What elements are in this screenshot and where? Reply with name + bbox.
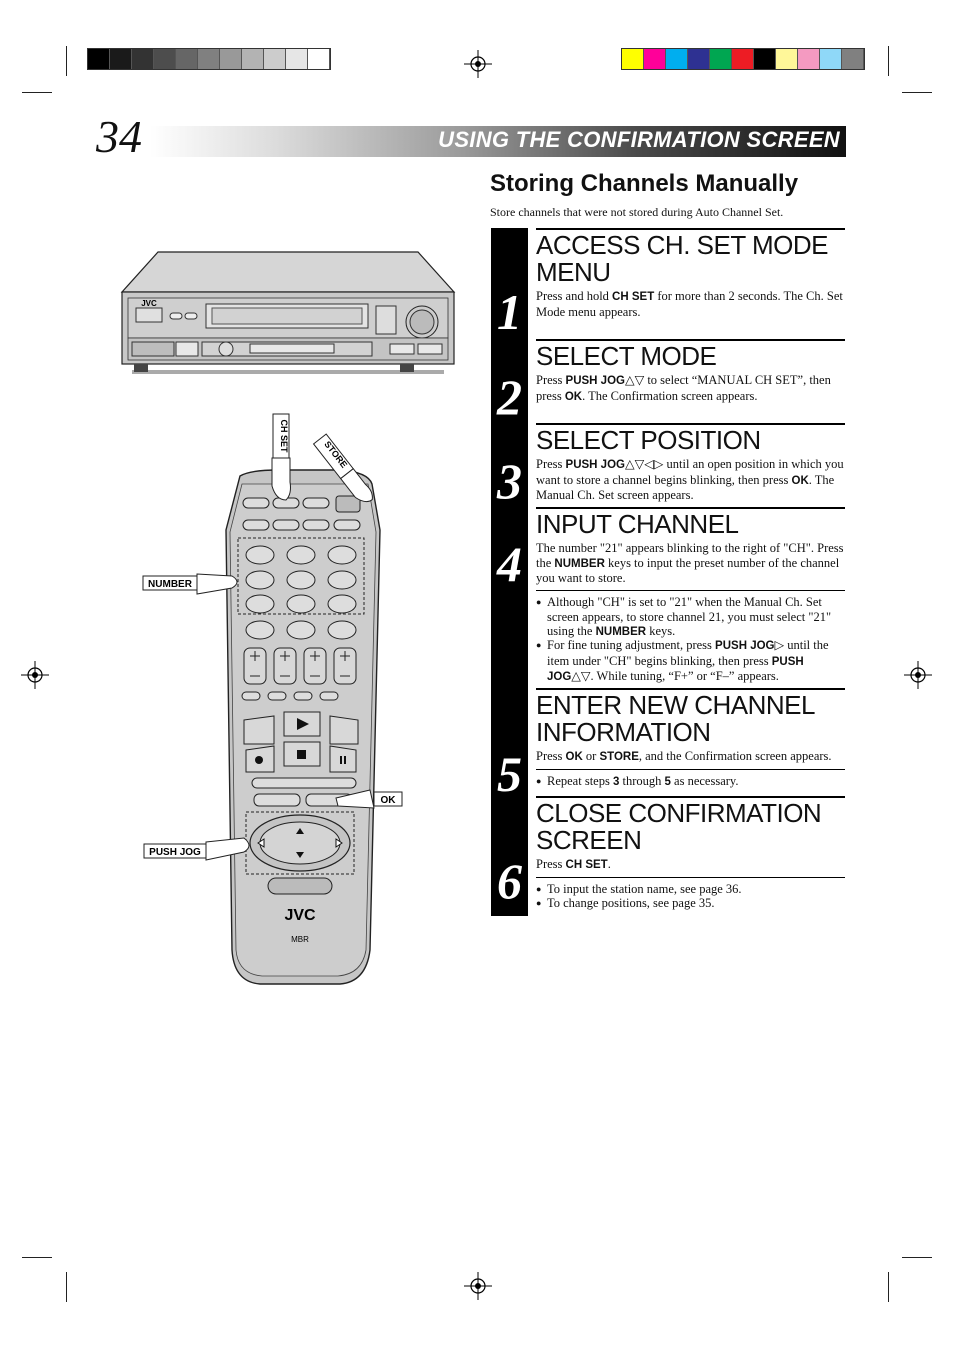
crop-mark (888, 46, 889, 76)
note-bullet: Repeat steps 3 through 5 as necessary. (536, 774, 846, 790)
note-bullet: For fine tuning adjustment, press PUSH J… (536, 638, 846, 685)
remote-sub-logo: MBR (291, 935, 309, 944)
grey-swatch (286, 49, 308, 69)
crop-mark (902, 1257, 932, 1258)
step-title: ENTER NEW CHANNEL INFORMATION (536, 690, 815, 747)
grey-swatch (110, 49, 132, 69)
step-body: Press and hold CH SET for more than 2 se… (536, 289, 843, 319)
section-title: Storing Channels Manually (490, 170, 799, 197)
step-divider (536, 507, 845, 509)
color-swatch (732, 49, 754, 69)
step-divider (536, 796, 845, 798)
note-bullet: Although "CH" is set to "21" when the Ma… (536, 595, 846, 640)
grey-swatch (264, 49, 286, 69)
crop-mark (66, 1272, 67, 1302)
callout-number: NUMBER (148, 579, 193, 590)
grey-swatch (198, 49, 220, 69)
step-divider (536, 688, 845, 690)
bullet-divider (536, 769, 845, 770)
note-bullet: To input the station name, see page 36. (536, 882, 846, 897)
grey-swatch (176, 49, 198, 69)
callout-push-jog: PUSH JOG (149, 847, 201, 858)
crop-mark (888, 1272, 889, 1302)
page-number: 34 (96, 111, 142, 162)
registration-target-icon (904, 661, 932, 689)
step-number: 2 (497, 369, 522, 425)
color-swatch (820, 49, 842, 69)
callout-ch-set: CH SET (279, 419, 289, 453)
bullet-divider (536, 590, 845, 591)
step-number: 5 (497, 746, 522, 802)
grey-registration-bar (87, 48, 331, 70)
grey-swatch (220, 49, 242, 69)
remote-control-illustration: JVC MBR CH SET STORE NUMBER OK PUSH JOG (142, 413, 403, 985)
bullet-divider (536, 877, 845, 878)
vcr-brand-logo: JVC (141, 299, 157, 308)
step-number: 6 (497, 853, 522, 909)
color-swatch (842, 49, 864, 69)
color-swatch (666, 49, 688, 69)
step-title: ACCESS CH. SET MODE MENU (536, 230, 828, 287)
registration-target-icon (464, 50, 492, 78)
step-title: INPUT CHANNEL (536, 509, 739, 539)
grey-swatch (88, 49, 110, 69)
step-number: 3 (497, 453, 522, 509)
step-body: The number "21" appears blinking to the … (536, 541, 844, 585)
color-swatch (644, 49, 666, 69)
grey-swatch (242, 49, 264, 69)
crop-mark (22, 1257, 52, 1258)
step-body: Press CH SET. (536, 857, 611, 871)
vcr-illustration: JVC (120, 251, 456, 374)
color-swatch (710, 49, 732, 69)
color-swatch (688, 49, 710, 69)
registration-target-icon (21, 661, 49, 689)
step-divider (536, 423, 845, 425)
step-number: 4 (497, 536, 522, 592)
color-registration-bar (621, 48, 865, 70)
crop-mark (22, 92, 52, 93)
step-title: SELECT POSITION (536, 425, 761, 455)
step-body: Press PUSH JOG△▽ to select “MANUAL CH SE… (536, 373, 831, 403)
crop-mark (902, 92, 932, 93)
crop-mark (66, 46, 67, 76)
remote-brand-logo: JVC (284, 907, 316, 924)
step-divider (536, 339, 845, 341)
grey-swatch (308, 49, 330, 69)
color-swatch (798, 49, 820, 69)
step-title: CLOSE CONFIRMATION SCREEN (536, 798, 822, 855)
step-number: 1 (497, 284, 522, 340)
grey-swatch (154, 49, 176, 69)
section-subtitle: Store channels that were not stored duri… (490, 205, 784, 219)
registration-target-icon (464, 1272, 492, 1300)
header-band: USING THE CONFIRMATION SCREEN (150, 126, 846, 157)
note-bullet: To change positions, see page 35. (536, 896, 846, 911)
step-body: Press PUSH JOG△▽◁▷ until an open positio… (536, 457, 844, 502)
chapter-title: USING THE CONFIRMATION SCREEN (438, 127, 840, 152)
color-swatch (622, 49, 644, 69)
grey-swatch (132, 49, 154, 69)
callout-ok: OK (381, 795, 397, 806)
step-number-column (491, 228, 528, 916)
step-divider (536, 228, 845, 230)
step-body: Press OK or STORE, and the Confirmation … (536, 749, 832, 763)
step-title: SELECT MODE (536, 341, 717, 371)
color-swatch (754, 49, 776, 69)
color-swatch (776, 49, 798, 69)
